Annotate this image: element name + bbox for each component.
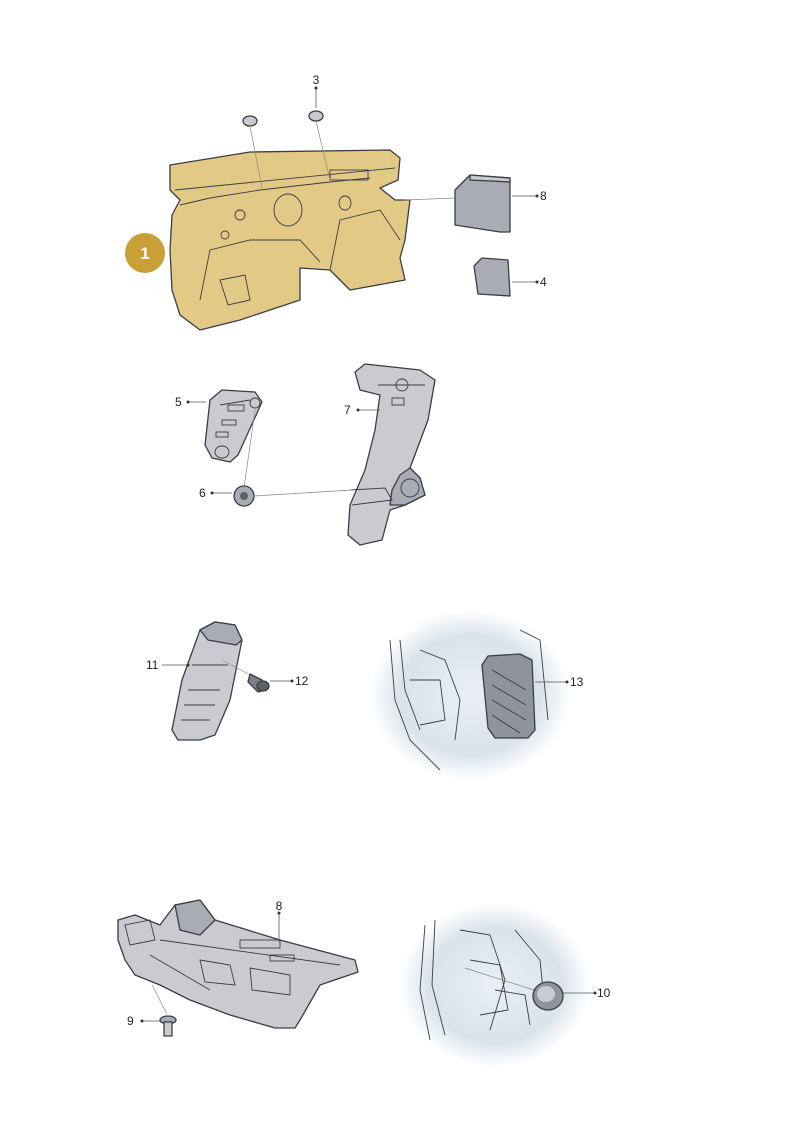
- clip-part-9: [140, 1015, 177, 1037]
- screw-part-12: [247, 673, 294, 693]
- callout-6: 6: [199, 486, 206, 500]
- vignette-part-10: [400, 903, 597, 1067]
- callout-7: 7: [344, 403, 351, 417]
- callout-8-bottom: 8: [276, 899, 283, 913]
- callout-3: 3: [313, 73, 320, 87]
- bracket-part-5: [186, 389, 263, 489]
- bulkhead-insulation-part: [169, 149, 411, 331]
- callout-10: 10: [597, 986, 611, 1000]
- badge-label: 1: [140, 244, 149, 263]
- vignette-part-13: [370, 610, 570, 780]
- foam-block-part-4: [473, 257, 539, 297]
- plug-part-3: [308, 86, 331, 181]
- callout-8-top: 8: [540, 189, 547, 203]
- callout-5: 5: [175, 395, 182, 409]
- support-part-7: [347, 363, 436, 546]
- nut-part-6: [210, 485, 353, 507]
- callout-12: 12: [295, 674, 309, 688]
- callout-4: 4: [540, 275, 547, 289]
- pad-part-11: [162, 621, 253, 741]
- callout-13: 13: [570, 675, 584, 689]
- foam-block-part-8: [404, 174, 539, 233]
- badge-1: 1: [125, 233, 165, 273]
- plug-part-left: [242, 115, 263, 189]
- callout-11: 11: [146, 658, 159, 672]
- callout-9: 9: [127, 1014, 134, 1028]
- floor-tray-part-8: [117, 899, 359, 1029]
